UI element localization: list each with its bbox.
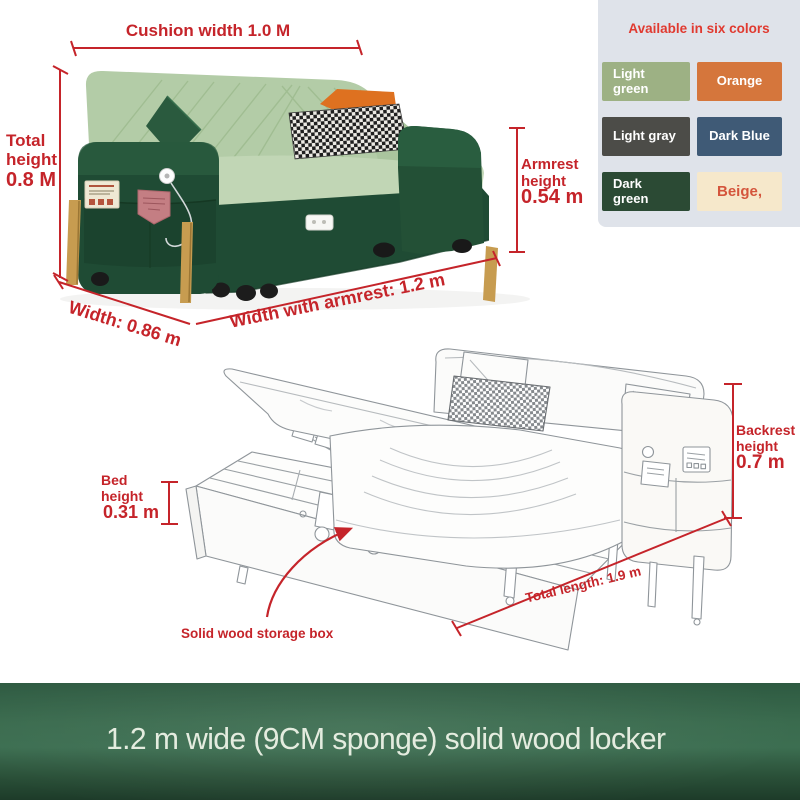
- sofa-right-armrest: [398, 125, 484, 254]
- storage-box-label: Solid wood storage box: [181, 626, 334, 641]
- sofa-foot: [452, 239, 472, 253]
- tag-card-white: [84, 180, 120, 209]
- color-swatch-light-gray: Light gray: [602, 117, 690, 156]
- pillow-dark-green: [146, 96, 201, 158]
- color-swatch-orange: Orange: [697, 62, 782, 101]
- color-panel-title: Available in six colors: [628, 21, 770, 36]
- sofa-foot: [236, 285, 256, 301]
- sofa-photo-illustration: [60, 70, 530, 310]
- sofa-leg-gold: [483, 246, 498, 302]
- sofa-foot: [373, 242, 395, 258]
- sofa-foot: [91, 272, 109, 286]
- usb-disc: [159, 168, 175, 184]
- bed-height-value: 0.31 m: [103, 502, 160, 522]
- bed-height-line: [161, 481, 178, 525]
- remote-control: [305, 214, 334, 231]
- total-height-label: Total height: [6, 131, 57, 170]
- usb-cable: [165, 182, 193, 248]
- sofa-backrest: [85, 70, 415, 164]
- color-swatch-beige: Beige,: [697, 172, 782, 211]
- sofa-left-armrest: [66, 142, 219, 303]
- backrest-quilting: [99, 79, 409, 163]
- backrest-height-value: 0.7 m: [736, 452, 785, 473]
- bed-height-label: Bed height: [101, 472, 143, 505]
- total-height-value: 0.8 M: [6, 169, 57, 191]
- total-length-line: [456, 517, 728, 629]
- banner-text: 1.2 m wide (9CM sponge) solid wood locke…: [106, 721, 666, 756]
- bottom-banner: [0, 683, 800, 800]
- sofa-foot: [212, 282, 230, 298]
- armrest-height-label: Armrest height: [521, 156, 579, 190]
- cushion-width-label: Cushion width 1.0 M: [125, 21, 291, 40]
- storage-arrow: [265, 527, 354, 618]
- total-length-label: Total length: 1.9 m: [524, 563, 643, 606]
- color-swatch-dark-blue: Dark Blue: [697, 117, 782, 156]
- sofa-leg-gold: [66, 200, 81, 285]
- tag-card-pink: [137, 189, 171, 225]
- pillow-orange: [320, 89, 397, 118]
- sofa-seat-cushion: [160, 155, 484, 211]
- width-with-armrest-label: Width with armrest: 1.2 m: [228, 269, 447, 332]
- armrest-height-value: 0.54 m: [521, 186, 584, 208]
- backrest-height-label: Backrest height: [736, 422, 796, 455]
- sofa-bed-sketch: [185, 348, 734, 651]
- sofa-foot: [260, 283, 278, 299]
- sofa-leg-gold: [180, 222, 193, 303]
- width-label: Width: 0.86 m: [66, 297, 184, 351]
- pillow-houndstooth: [288, 103, 409, 160]
